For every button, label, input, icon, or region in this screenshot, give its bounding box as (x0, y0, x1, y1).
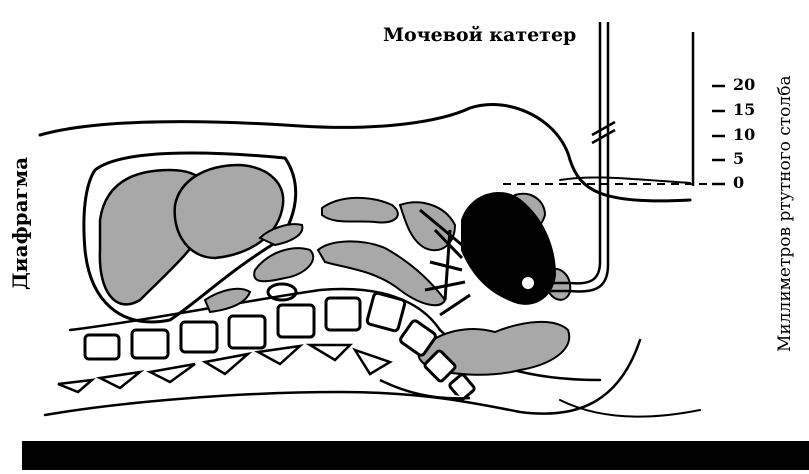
stomach-shape (175, 165, 283, 258)
vertebra (132, 330, 168, 358)
scale-tick-label-15: 15 (733, 100, 755, 119)
catheter-balloon (522, 277, 534, 289)
vertebra (85, 335, 119, 359)
vertebra (181, 322, 217, 352)
scale-tick-label-20: 20 (733, 75, 755, 94)
spinous-process (100, 372, 140, 388)
vertebra (278, 305, 314, 337)
bowel-loop-1 (254, 248, 313, 281)
bowel-loop-3 (205, 289, 250, 312)
diaphragm-label: Диафрагма (8, 157, 32, 290)
spinous-process (310, 345, 350, 360)
spinous-process (205, 354, 248, 374)
vertebra (229, 316, 265, 348)
spinous-process (258, 346, 300, 364)
scale-title: Миллиметров ртутного столба (775, 75, 795, 352)
scale-tick-label-0: 0 (733, 173, 744, 192)
spinous-process (58, 380, 92, 392)
vertebra (366, 292, 405, 331)
buttock-outline (560, 400, 700, 417)
catheter-label: Мочевой катетер (383, 24, 576, 46)
bowel-loop-4 (322, 198, 398, 223)
vertebra (326, 298, 360, 330)
bottom-black-bar (22, 441, 809, 470)
scale-tick-label-10: 10 (733, 125, 755, 144)
small-ring-1 (268, 284, 296, 300)
spinous-process (150, 364, 195, 382)
spinous-process (355, 350, 390, 374)
scale-tick-label-5: 5 (733, 149, 744, 168)
